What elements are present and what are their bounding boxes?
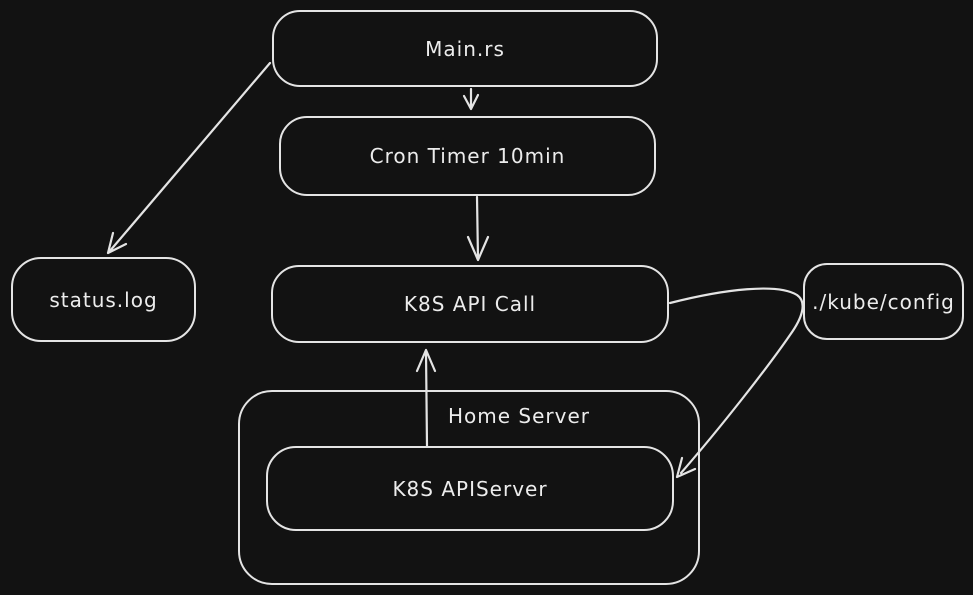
node-k8s-api-call-label: K8S API Call bbox=[403, 292, 537, 316]
node-main-rs[interactable]: Main.rs bbox=[272, 10, 658, 87]
node-home-server-container[interactable]: Home Server bbox=[238, 390, 700, 585]
node-kube-config[interactable]: ./kube/config bbox=[803, 263, 964, 340]
node-k8s-apiserver[interactable]: K8S APIServer bbox=[266, 446, 674, 531]
node-status-log[interactable]: status.log bbox=[11, 257, 196, 342]
node-kube-config-label: ./kube/config bbox=[812, 289, 955, 314]
edge-main-to-cron-arrow[interactable] bbox=[462, 87, 480, 111]
node-main-rs-label: Main.rs bbox=[425, 36, 505, 61]
node-cron-timer[interactable]: Cron Timer 10min bbox=[279, 116, 656, 196]
node-cron-timer-label: Cron Timer 10min bbox=[369, 144, 566, 168]
node-status-log-label: status.log bbox=[49, 287, 158, 312]
node-k8s-apiserver-label: K8S APIServer bbox=[392, 476, 548, 501]
edge-cron-to-call-arrow[interactable] bbox=[466, 195, 490, 262]
node-home-server-label: Home Server bbox=[448, 404, 591, 428]
node-k8s-api-call[interactable]: K8S API Call bbox=[271, 265, 669, 343]
edge-main-to-statuslog-arrow[interactable] bbox=[106, 61, 272, 255]
